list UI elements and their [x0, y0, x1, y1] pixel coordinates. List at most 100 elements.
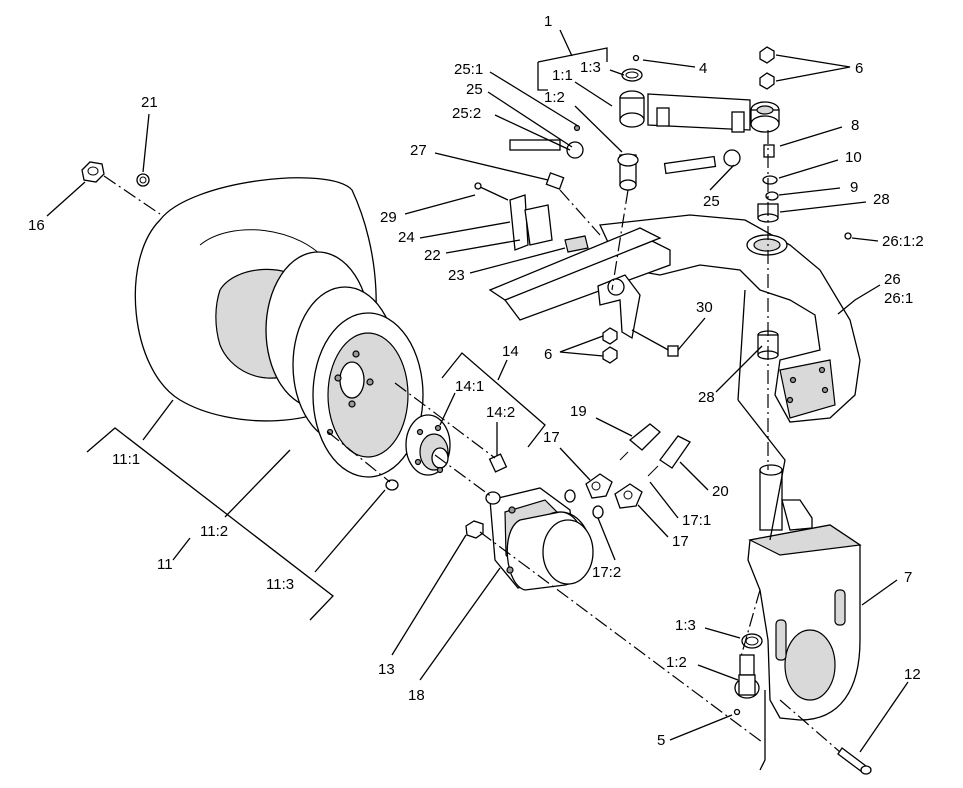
leader-11-1	[142, 399, 174, 441]
leader-30	[677, 317, 706, 351]
rim-center-hole	[339, 361, 365, 399]
hose-fitting-19	[619, 423, 661, 461]
callout-25: 25	[703, 193, 720, 210]
callout-26: 26	[884, 271, 901, 288]
grease-fitting-27	[545, 172, 565, 190]
callout-1-2: 1:2	[666, 654, 687, 671]
bracket-11	[86, 427, 334, 621]
callout-22: 22	[424, 247, 441, 264]
cylinder-centerline	[611, 189, 629, 291]
leader-28b	[715, 345, 763, 393]
spindle-7	[747, 464, 862, 721]
callout-7: 7	[904, 569, 913, 586]
leader-11	[172, 537, 191, 561]
nuts-6-upper	[759, 46, 775, 90]
ball-joint-1-2	[617, 153, 639, 191]
leader-1-2b	[697, 664, 739, 681]
leader-23	[469, 247, 566, 274]
washer-10	[762, 175, 778, 185]
callout-6: 6	[544, 346, 553, 363]
callout-1-1: 1:1	[552, 67, 573, 84]
leader-17-2	[597, 517, 616, 561]
snap-ring-1-3	[621, 68, 643, 82]
rim-bolt-hole	[352, 350, 360, 358]
leader-1-1	[574, 81, 613, 107]
leader-7	[861, 579, 898, 606]
callout-6: 6	[855, 60, 864, 77]
callout-11-3: 11:3	[266, 576, 295, 593]
callout-13: 13	[378, 661, 395, 678]
leader-25b	[709, 164, 735, 191]
clamp-plate	[597, 274, 641, 340]
leader-1-3b	[704, 627, 741, 639]
washer-9	[765, 191, 779, 201]
leader-10	[778, 159, 839, 179]
hydraulic-fitting-17-lower	[614, 483, 643, 509]
callout-11: 11	[157, 556, 173, 573]
hydraulic-fitting-17	[585, 473, 613, 499]
leader-25-2	[494, 114, 571, 151]
callout-26-1: 26:1	[884, 290, 914, 307]
rod-end-25-right	[663, 149, 741, 175]
wheel-lug-11-3	[385, 479, 399, 491]
leader-26-1-2	[851, 237, 879, 242]
assembly-line-vertical	[737, 289, 746, 401]
nuts-6-lower	[602, 327, 618, 364]
assembly-bracket-bottom	[759, 690, 766, 771]
leader-20	[679, 461, 709, 491]
callout-1-3: 1:3	[580, 59, 601, 76]
callout-17: 17	[543, 429, 560, 446]
joint-centerline	[739, 589, 761, 661]
callout-24: 24	[398, 229, 415, 246]
callout-30: 30	[696, 299, 713, 316]
leader-1-3a	[609, 69, 625, 76]
leader-17a	[559, 447, 591, 481]
callout-27: 27	[410, 142, 427, 159]
screw-29	[474, 182, 509, 201]
callout-25-1: 25:1	[454, 61, 484, 78]
callout-17-1: 17:1	[682, 512, 712, 529]
o-ring-17-2	[564, 489, 604, 519]
callout-14-1: 14:1	[455, 378, 485, 395]
callout-20: 20	[712, 483, 729, 500]
assembly-bracket-top	[537, 62, 548, 91]
leader-28a	[779, 201, 867, 213]
leader-16	[46, 181, 86, 217]
callout-11-1: 11:1	[112, 451, 141, 468]
leader-26	[837, 284, 881, 315]
callout-1-2: 1:2	[544, 89, 565, 106]
motor-centerline	[434, 454, 493, 498]
callout-5: 5	[657, 732, 666, 749]
bolt-30	[631, 329, 679, 357]
leader-6b	[559, 335, 604, 357]
leader-12	[859, 681, 909, 753]
leader-22	[445, 239, 521, 254]
bracket-14	[441, 352, 546, 448]
grease-fitting-4	[632, 54, 640, 62]
callout-29: 29	[380, 209, 397, 226]
callout-16: 16	[28, 217, 45, 234]
leader-1-2a	[574, 105, 623, 153]
leader-21	[142, 113, 150, 173]
leader-8	[779, 126, 843, 147]
motor-nut-13	[465, 520, 484, 539]
hub-stud-14-2	[488, 453, 508, 473]
leader-17b	[637, 504, 669, 538]
leader-4	[642, 59, 696, 68]
callout-9: 9	[850, 179, 859, 196]
grease-centerline	[559, 189, 601, 236]
callout-17-2: 17:2	[592, 564, 622, 581]
leader-5	[669, 714, 733, 741]
leader-29	[404, 194, 476, 215]
callout-8: 8	[851, 117, 860, 134]
callout-25-2: 25:2	[452, 105, 482, 122]
leader-11-2	[224, 449, 291, 518]
leader-1	[559, 29, 573, 57]
wheel-motor-18	[485, 487, 594, 591]
wheel-nut-16	[81, 161, 105, 183]
bolt-12	[837, 747, 872, 775]
motor-mount-centerline	[479, 531, 763, 743]
wheel-assembly	[134, 177, 424, 478]
